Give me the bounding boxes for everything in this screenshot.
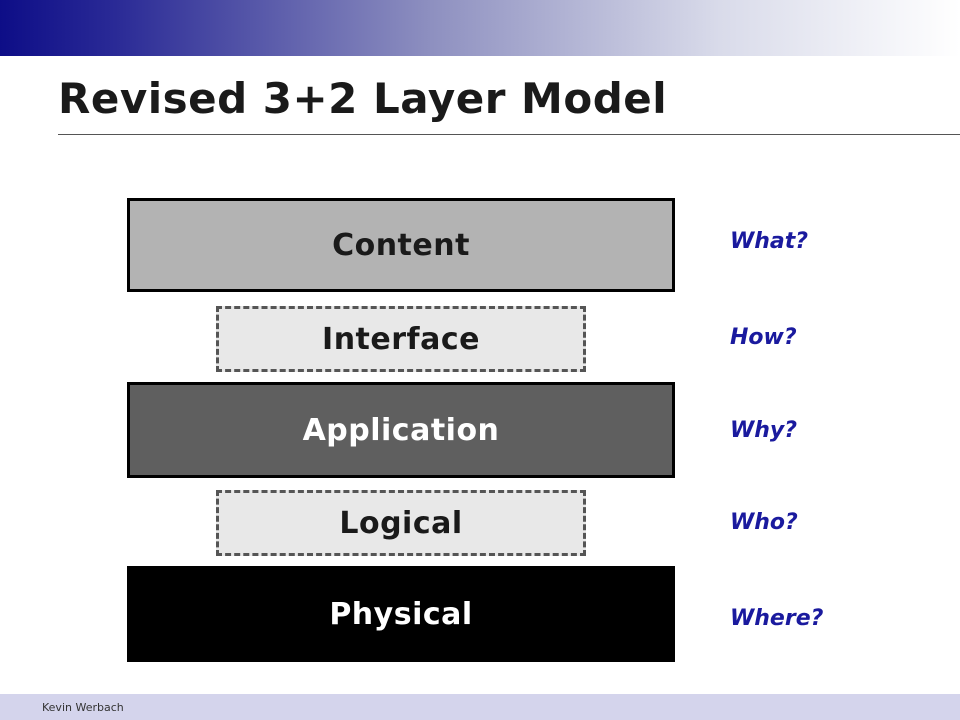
question-what: What? [730,229,809,254]
question-who: Who? [730,510,798,535]
layer-logical-label: Logical [339,505,463,541]
footer-band: Kevin Werbach [0,694,960,720]
layer-physical-label: Physical [329,596,473,632]
layer-interface-label: Interface [322,321,480,357]
question-how: How? [730,325,797,350]
layer-logical: Logical [216,490,586,556]
footer-author: Kevin Werbach [42,701,124,714]
title-underline [58,134,960,135]
layer-content: Content [127,198,675,292]
header-gradient-band [0,0,960,56]
layer-interface: Interface [216,306,586,372]
question-why: Why? [730,418,798,443]
layer-application: Application [127,382,675,478]
layer-application-label: Application [302,412,500,448]
layer-physical: Physical [127,566,675,662]
layer-content-label: Content [332,227,470,263]
slide-title: Revised 3+2 Layer Model [58,74,668,123]
question-where: Where? [730,606,824,631]
